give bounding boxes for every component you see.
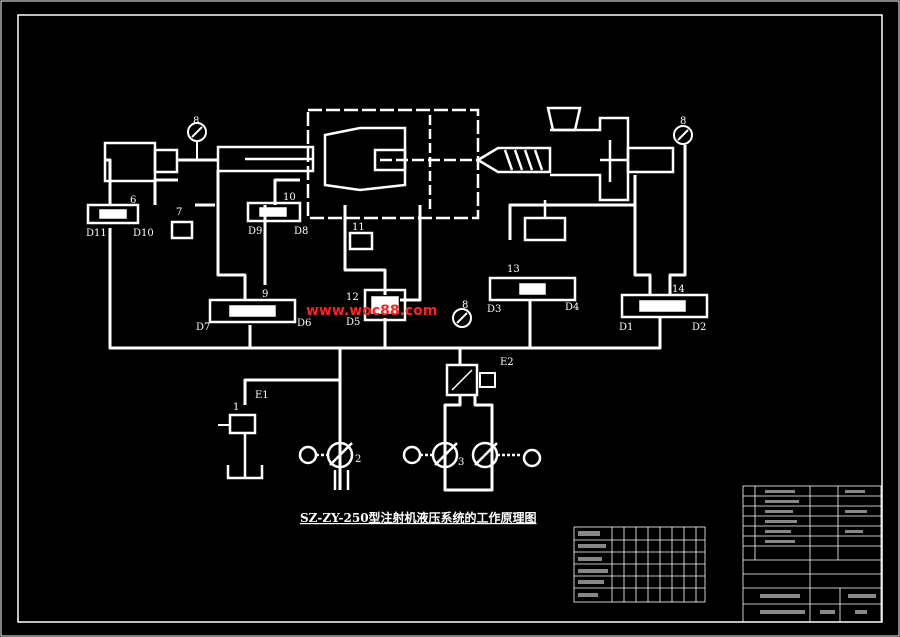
label-d1: D1 <box>619 322 633 333</box>
valve-10 <box>246 201 302 223</box>
title-block <box>742 485 882 623</box>
nozzle <box>475 146 552 174</box>
injection-cylinder-right <box>626 146 675 174</box>
motor-3-left <box>402 445 422 465</box>
watermark: www.woc88.com <box>306 303 437 319</box>
valve-14 <box>620 293 709 319</box>
motor-2 <box>298 445 318 465</box>
clamp-cylinder-line-2 <box>153 178 178 205</box>
label-e2: E2 <box>500 357 514 368</box>
pump-3-left <box>431 441 459 469</box>
label-valve-7: 7 <box>176 207 182 218</box>
motor-3-right <box>522 448 542 468</box>
label-d5: D5 <box>346 317 360 328</box>
valve-6 <box>86 203 140 225</box>
label-d10: D10 <box>133 228 154 239</box>
pump-2 <box>326 441 354 469</box>
relief-branch-line <box>243 378 340 405</box>
inner-frame <box>17 14 883 623</box>
pressure-gauge-center <box>452 308 472 328</box>
label-valve-6: 6 <box>130 195 136 206</box>
label-gauge-left: 8 <box>193 116 199 127</box>
mold-body <box>306 108 480 220</box>
clamp-cylinder-line <box>105 158 112 205</box>
clamp-cylinder-rod <box>153 148 179 174</box>
label-d9: D9 <box>248 226 262 237</box>
valve12-line <box>343 205 387 295</box>
label-d4: D4 <box>565 302 579 313</box>
parts-table <box>573 526 706 603</box>
label-valve-11: 11 <box>352 222 365 233</box>
label-gauge-right: 8 <box>680 116 686 127</box>
nozzle-cylinder <box>523 216 567 242</box>
label-d8: D8 <box>294 226 308 237</box>
pump3-supply-line <box>443 395 494 492</box>
relief-valve-1 <box>228 413 257 435</box>
label-valve-10: 10 <box>283 192 296 203</box>
valve14-line-b <box>668 160 687 295</box>
hopper <box>546 106 582 132</box>
label-d3: D3 <box>487 304 501 315</box>
label-d7: D7 <box>196 322 210 333</box>
valve-7 <box>170 220 194 240</box>
clamp-cylinder <box>103 141 157 183</box>
valve-11 <box>348 231 374 251</box>
label-pump-2: 2 <box>355 454 361 465</box>
screw-flight <box>503 149 544 171</box>
label-valve-14: 14 <box>672 284 685 295</box>
mold-cavity <box>323 126 407 192</box>
label-valve-13: 13 <box>507 264 520 275</box>
valve-9 <box>208 298 297 324</box>
valve14-line <box>633 175 652 295</box>
label-gauge-center: 8 <box>462 300 468 311</box>
diagram-title: SZ-ZY-250型注射机液压系统的工作原理图 <box>300 510 537 525</box>
label-d6: D6 <box>297 318 311 329</box>
pressure-gauge-right <box>673 125 693 145</box>
valve-13 <box>488 276 577 302</box>
valve10-line <box>273 178 300 205</box>
label-d2: D2 <box>692 322 706 333</box>
valve-12 <box>363 288 407 322</box>
label-pump-3: 3 <box>458 457 464 468</box>
label-valve-1: 1 <box>233 402 239 413</box>
label-e1: E1 <box>255 390 269 401</box>
label-valve-12: 12 <box>346 292 359 303</box>
valve12-up <box>400 205 422 302</box>
label-d11: D11 <box>86 228 107 239</box>
valve-e2 <box>445 363 479 397</box>
valve13-line <box>508 203 635 240</box>
label-valve-9: 9 <box>262 289 268 300</box>
injection-line-a <box>216 170 247 300</box>
